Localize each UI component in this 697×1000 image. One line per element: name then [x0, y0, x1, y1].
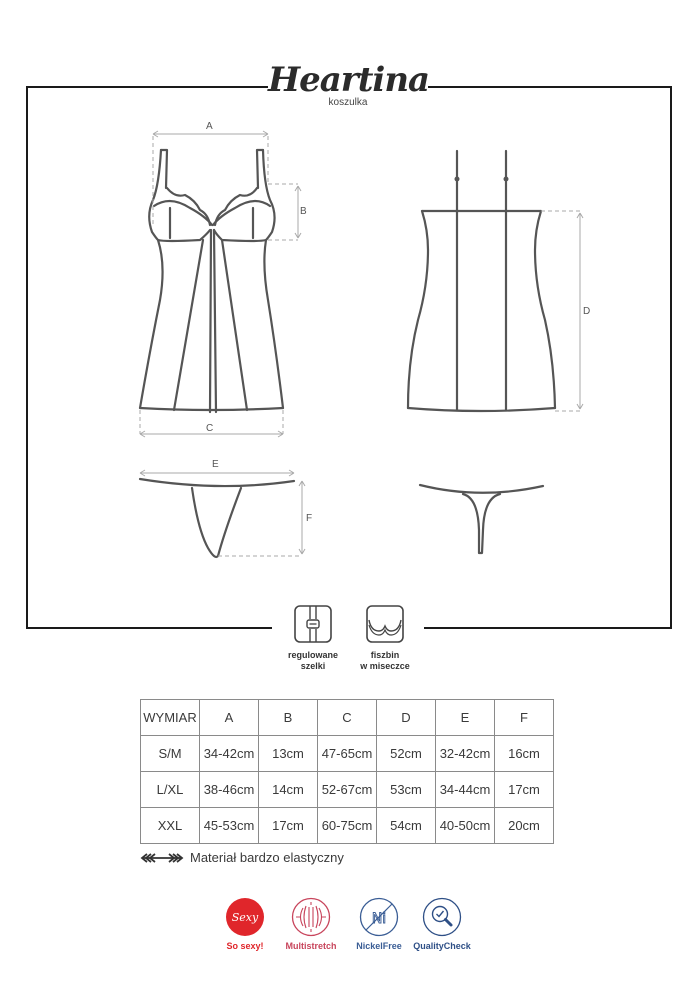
table-cell: 13cm	[258, 735, 318, 772]
brand-logo: Heartina	[268, 60, 430, 100]
table-cell: 32-42cm	[435, 735, 495, 772]
dimension-label-c: C	[206, 423, 214, 434]
table-cell: 38-46cm	[199, 771, 259, 808]
badge-multistretch: Multistretch	[276, 897, 346, 951]
table-cell: 34-42cm	[199, 735, 259, 772]
table-header-cell: E	[435, 699, 495, 736]
dimension-lines	[139, 130, 584, 557]
dimension-label-f: F	[306, 513, 313, 524]
table-header-cell: WYMIAR	[140, 699, 200, 736]
feature-underwire: fiszbin w miseczce	[345, 604, 425, 672]
table-row: L/XL 38-46cm 14cm 52-67cm 53cm 34-44cm 1…	[140, 771, 554, 808]
table-cell: 34-44cm	[435, 771, 495, 808]
dimension-label-e: E	[212, 459, 219, 470]
quality-check-icon	[422, 897, 462, 937]
table-cell: 54cm	[376, 807, 436, 844]
table-cell: S/M	[140, 735, 200, 772]
underwire-cup-icon	[366, 605, 404, 643]
table-row: XXL 45-53cm 17cm 60-75cm 54cm 40-50cm 20…	[140, 807, 554, 844]
table-cell: 16cm	[494, 735, 554, 772]
stretch-arrows-icon	[140, 852, 184, 863]
dimension-label-d: D	[583, 306, 591, 317]
table-cell: 17cm	[494, 771, 554, 808]
table-row: S/M 34-42cm 13cm 47-65cm 52cm 32-42cm 16…	[140, 735, 554, 772]
feature-label-line1: fiszbin	[370, 650, 400, 660]
svg-text:Sexy: Sexy	[232, 911, 259, 924]
brand-header: Heartina koszulka	[268, 60, 430, 108]
feature-label-line1: regulowane	[287, 650, 338, 660]
strap-adjuster-icon	[454, 176, 460, 182]
table-cell: XXL	[140, 807, 200, 844]
feature-adjustable-straps: regulowane szelki	[273, 604, 353, 672]
table-cell: 52cm	[376, 735, 436, 772]
badge-nickel-free: Ni NickelFree	[344, 897, 414, 951]
badge-label: NickelFree	[356, 941, 402, 951]
feature-label-line2: w miseczce	[360, 661, 410, 671]
frame-left	[26, 86, 28, 629]
size-table: WYMIAR A B C D E F S/M 34-42cm 13cm 47-6…	[140, 699, 554, 844]
badge-label: Multistretch	[285, 941, 337, 951]
badge-label: So sexy!	[226, 941, 264, 951]
table-cell: 45-53cm	[199, 807, 259, 844]
garment-diagrams	[138, 130, 584, 559]
dimension-label-b: B	[300, 206, 307, 217]
table-cell: 60-75cm	[317, 807, 377, 844]
elastic-note: Materiał bardzo elastyczny	[140, 850, 344, 865]
adjustable-straps-icon	[294, 605, 332, 643]
frame-bottom-right	[424, 627, 672, 629]
table-cell: 14cm	[258, 771, 318, 808]
table-header-row: WYMIAR A B C D E F	[140, 699, 554, 736]
table-header-cell: C	[317, 699, 377, 736]
table-header-cell: D	[376, 699, 436, 736]
svg-text:Ni: Ni	[372, 911, 386, 927]
table-cell: 40-50cm	[435, 807, 495, 844]
multistretch-icon	[291, 897, 331, 937]
sexy-icon: Sexy	[226, 898, 264, 936]
elastic-note-text: Materiał bardzo elastyczny	[190, 850, 344, 865]
badge-quality-check: QualityCheck	[407, 897, 477, 951]
table-cell: 47-65cm	[317, 735, 377, 772]
table-cell: 20cm	[494, 807, 554, 844]
table-cell: 52-67cm	[317, 771, 377, 808]
badge-so-sexy: Sexy So sexy!	[210, 897, 280, 951]
thong-front-drawing	[138, 477, 296, 559]
table-header-cell: A	[199, 699, 259, 736]
feature-label-line2: szelki	[300, 661, 326, 671]
table-cell: L/XL	[140, 771, 200, 808]
nickel-free-icon: Ni	[359, 897, 399, 937]
table-header-cell: B	[258, 699, 318, 736]
table-header-cell: F	[494, 699, 554, 736]
chemise-back-drawing	[406, 149, 557, 413]
badge-label: QualityCheck	[413, 941, 471, 951]
table-cell: 17cm	[258, 807, 318, 844]
frame-top-left	[26, 86, 268, 88]
strap-adjuster-icon	[503, 176, 509, 182]
table-cell: 53cm	[376, 771, 436, 808]
thong-back-drawing	[418, 483, 545, 555]
frame-top-right	[428, 86, 672, 88]
frame-right	[670, 86, 672, 629]
product-type: koszulka	[328, 97, 368, 108]
frame-bottom-left	[26, 627, 272, 629]
dimension-label-a: A	[206, 121, 213, 132]
chemise-front-drawing	[138, 148, 285, 414]
